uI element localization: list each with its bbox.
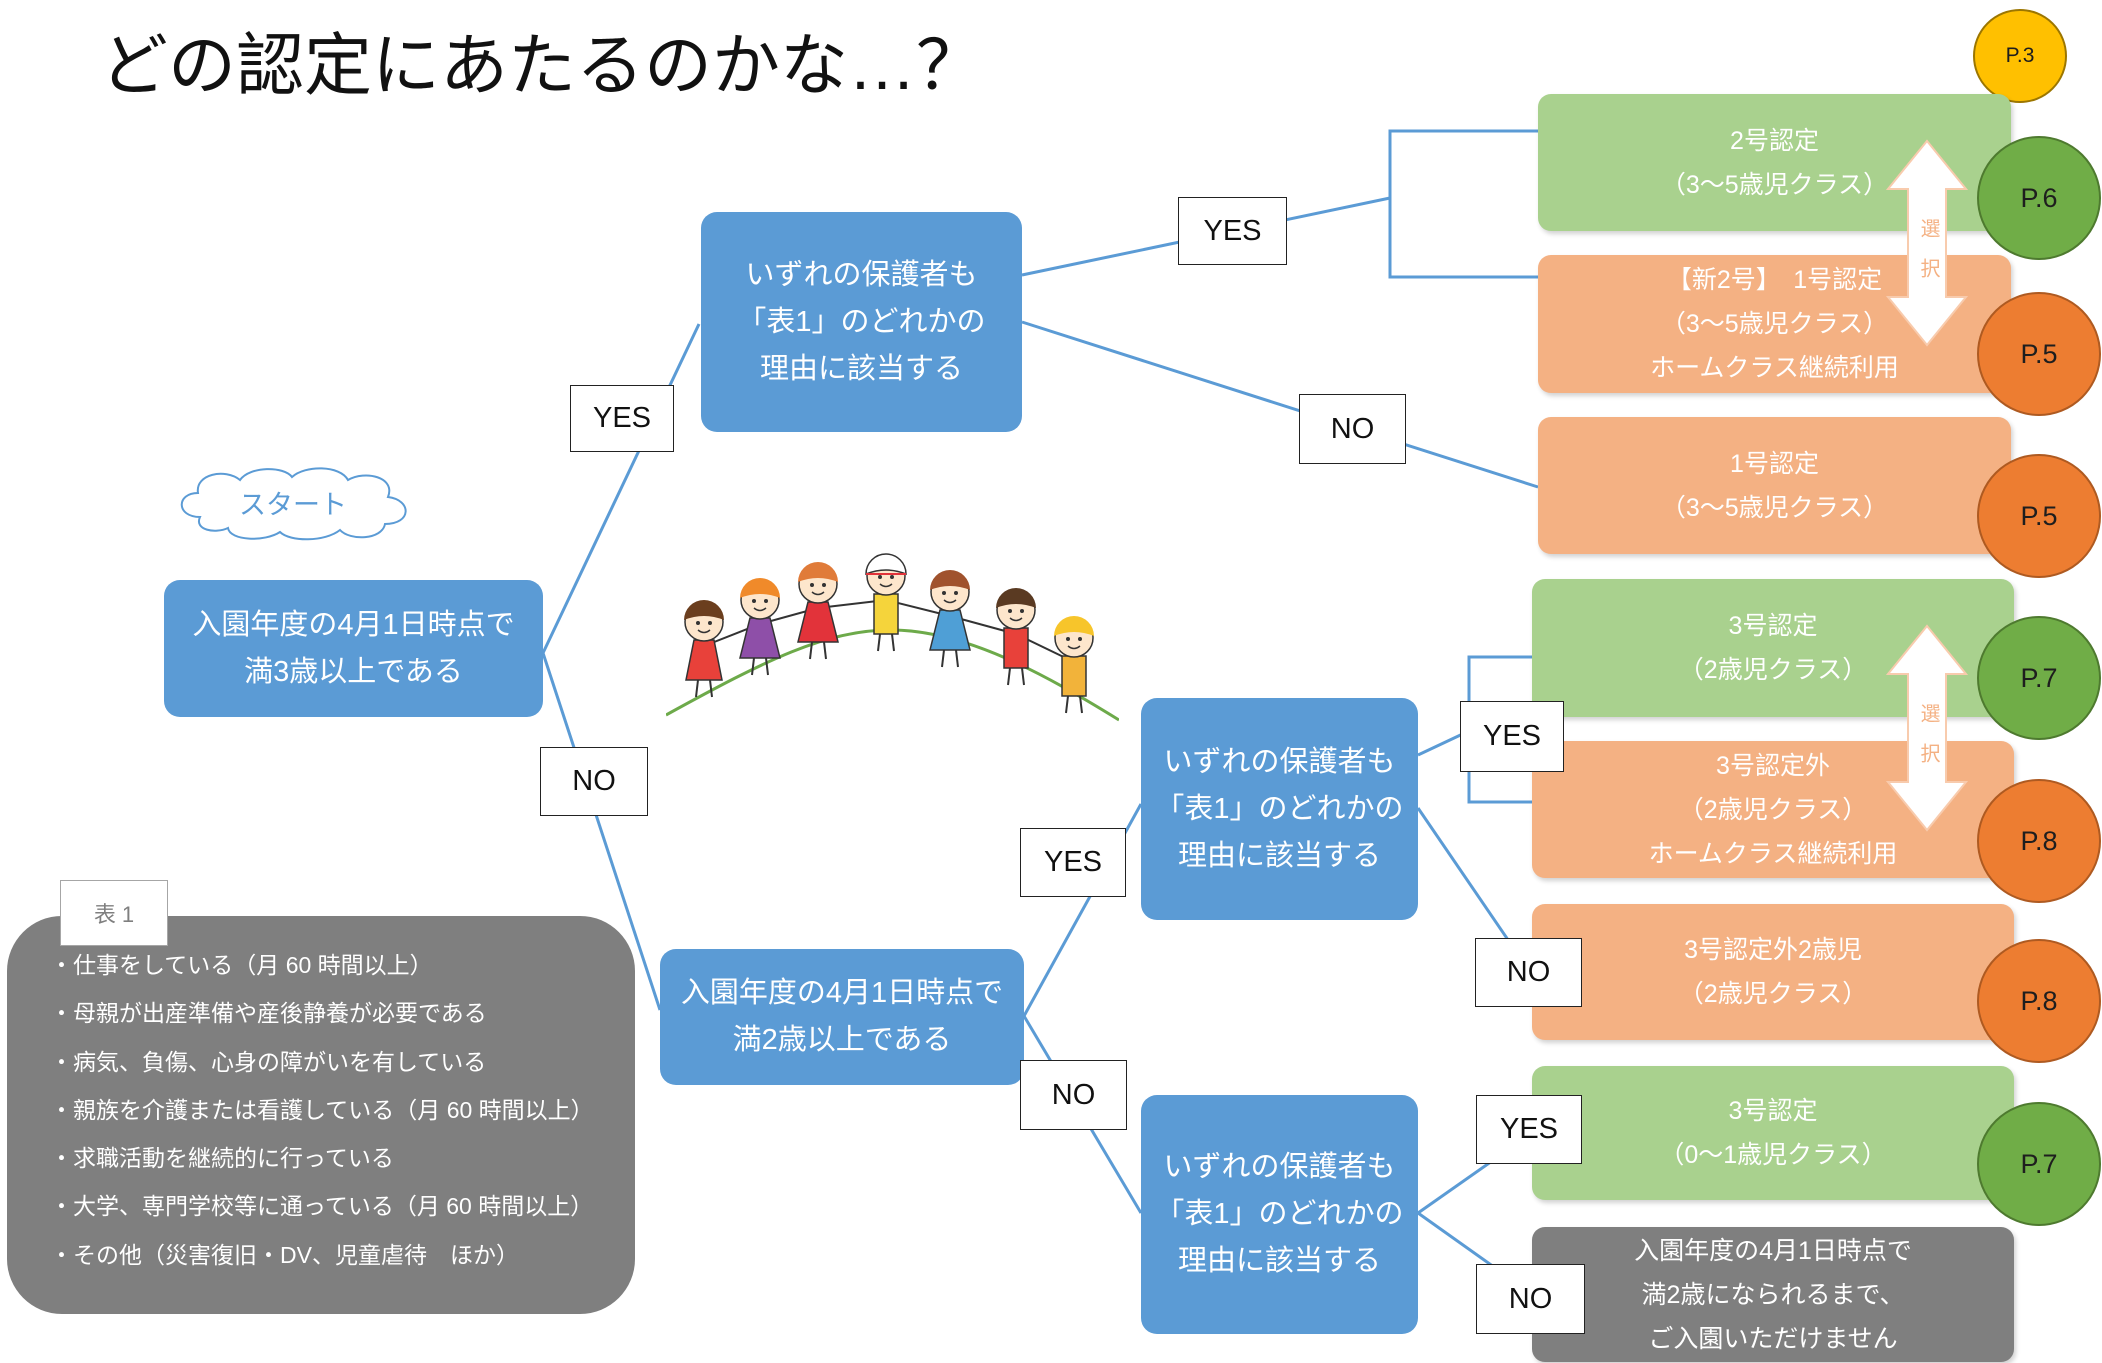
page-ref-circle: P.5 bbox=[1977, 454, 2101, 578]
result-line: ご入園いただけません bbox=[1648, 1324, 1898, 1353]
child-figure bbox=[1054, 616, 1094, 714]
question-reason-age3: いずれの保護者も 「表1」のどれかの 理由に該当する bbox=[701, 212, 1022, 432]
connector-line bbox=[1021, 320, 1539, 489]
page-title: どの認定にあたるのかな…？ bbox=[100, 28, 985, 104]
result-line: 満2歳になられるまで、 bbox=[1641, 1280, 1905, 1309]
child-figure bbox=[684, 600, 724, 698]
child-figure bbox=[996, 588, 1036, 686]
page-ref-circle: P.7 bbox=[1977, 616, 2101, 740]
child-figure bbox=[797, 562, 839, 660]
table1-tab: 表 1 bbox=[60, 880, 168, 946]
page-ref-circle: P.5 bbox=[1977, 292, 2101, 416]
question-line: 理由に該当する bbox=[1177, 1245, 1381, 1277]
question-line: 入園年度の4月1日時点で bbox=[680, 977, 1004, 1009]
result-line: 3号認定 bbox=[1728, 1097, 1818, 1125]
result-box-not-eligible: 入園年度の4月1日時点で 満2歳になられるまで、 ご入園いただけません bbox=[1532, 1227, 2014, 1362]
answer-no-label: NO bbox=[1020, 1060, 1127, 1130]
result-line: 3号認定外2歳児 bbox=[1684, 936, 1862, 964]
page-ref-circle: P.8 bbox=[1977, 779, 2101, 903]
table1-item: ・母親が出産準備や産後静養が必要である bbox=[50, 1000, 487, 1027]
select-label: 選択 bbox=[1917, 218, 1939, 298]
page-ref-badge: P.3 bbox=[1973, 9, 2067, 103]
result-line: （3〜5歳児クラス） bbox=[1660, 310, 1889, 338]
result-box: 1号認定 （3〜5歳児クラス） bbox=[1538, 417, 2011, 554]
question-line: 「表1」のどれかの bbox=[1155, 792, 1404, 825]
answer-no-label: NO bbox=[1299, 394, 1406, 464]
result-line: （2歳児クラス） bbox=[1678, 795, 1868, 824]
page-ref-circle: P.8 bbox=[1977, 939, 2101, 1063]
result-box: 3号認定外2歳児 （2歳児クラス） bbox=[1532, 904, 2014, 1040]
question-line: いずれの保護者も bbox=[745, 258, 978, 291]
table1-item: ・病気、負傷、心身の障がいを有している bbox=[50, 1048, 487, 1075]
question-line: 「表1」のどれかの bbox=[1155, 1198, 1404, 1230]
table1-item: ・求職活動を継続的に行っている bbox=[50, 1145, 394, 1172]
question-line: 満3歳以上である bbox=[244, 655, 463, 688]
cloud-shape bbox=[180, 467, 407, 541]
start-cloud: スタート bbox=[170, 462, 416, 543]
table1-box: ・仕事をしている（月 60 時間以上） ・母親が出産準備や産後静養が必要である … bbox=[7, 916, 635, 1314]
answer-no-label: NO bbox=[1475, 938, 1582, 1007]
question-line: いずれの保護者も bbox=[1163, 1151, 1396, 1183]
answer-yes-label: YES bbox=[1178, 197, 1287, 265]
question-line: 満2歳以上である bbox=[732, 1024, 952, 1056]
result-line: ホームクラス継続利用 bbox=[1648, 839, 1898, 868]
question-line: 理由に該当する bbox=[759, 352, 963, 385]
answer-no-label: NO bbox=[540, 747, 648, 816]
table1-item: ・親族を介護または看護している（月 60 時間以上） bbox=[50, 1096, 594, 1123]
children-illustration bbox=[666, 553, 1119, 722]
start-label: スタート bbox=[239, 490, 347, 520]
question-line: いずれの保護者も bbox=[1163, 745, 1396, 778]
result-line: （3〜5歳児クラス） bbox=[1660, 170, 1889, 199]
result-line: （2歳児クラス） bbox=[1678, 980, 1868, 1008]
result-line: 3号認定外 bbox=[1716, 751, 1830, 780]
double-arrow-icon bbox=[1886, 624, 1968, 832]
page-ref-circle: P.7 bbox=[1977, 1102, 2101, 1226]
child-figure bbox=[865, 553, 907, 652]
child-figure bbox=[739, 578, 781, 676]
answer-yes-label: YES bbox=[1476, 1095, 1582, 1164]
result-line: 【新2号】 1号認定 bbox=[1666, 266, 1883, 294]
answer-yes-label: YES bbox=[1460, 701, 1564, 772]
select-label: 選択 bbox=[1917, 703, 1939, 783]
child-figure bbox=[929, 570, 971, 668]
question-age2: 入園年度の4月1日時点で 満2歳以上である bbox=[660, 949, 1024, 1085]
table1-item: ・大学、専門学校等に通っている（月 60 時間以上） bbox=[50, 1193, 594, 1220]
answer-yes-label: YES bbox=[1020, 828, 1126, 897]
answer-yes-label: YES bbox=[570, 385, 674, 452]
result-line: 3号認定 bbox=[1728, 612, 1818, 640]
question-line: 理由に該当する bbox=[1177, 839, 1381, 872]
question-reason-under2: いずれの保護者も 「表1」のどれかの 理由に該当する bbox=[1141, 1095, 1418, 1334]
table1-item: ・仕事をしている（月 60 時間以上） bbox=[50, 952, 433, 978]
answer-no-label: NO bbox=[1476, 1264, 1585, 1334]
result-line: 2号認定 bbox=[1730, 126, 1819, 155]
table1-item: ・その他（災害復旧・DV、児童虐待 ほか） bbox=[50, 1241, 519, 1268]
table1-list: ・仕事をしている（月 60 時間以上） ・母親が出産準備や産後静養が必要である … bbox=[50, 941, 635, 1279]
result-line: （3〜5歳児クラス） bbox=[1660, 493, 1889, 522]
result-line: （2歳児クラス） bbox=[1678, 656, 1868, 684]
page-ref-circle: P.6 bbox=[1977, 136, 2101, 260]
question-reason-age2: いずれの保護者も 「表1」のどれかの 理由に該当する bbox=[1141, 698, 1418, 920]
question-line: 「表1」のどれかの bbox=[737, 305, 986, 338]
connector-bracket bbox=[1388, 129, 1538, 279]
result-line: ホームクラス継続利用 bbox=[1650, 354, 1899, 382]
connector-line bbox=[541, 652, 662, 1011]
connector-line bbox=[541, 323, 701, 654]
double-arrow-icon bbox=[1886, 139, 1968, 347]
result-box: 3号認定 （0〜1歳児クラス） bbox=[1532, 1066, 2014, 1200]
question-age3: 入園年度の4月1日時点で 満3歳以上である bbox=[164, 580, 543, 717]
result-line: （0〜1歳児クラス） bbox=[1659, 1141, 1887, 1169]
result-line: 1号認定 bbox=[1730, 449, 1819, 478]
question-line: 入園年度の4月1日時点で bbox=[192, 608, 515, 641]
result-line: 入園年度の4月1日時点で bbox=[1634, 1236, 1912, 1265]
